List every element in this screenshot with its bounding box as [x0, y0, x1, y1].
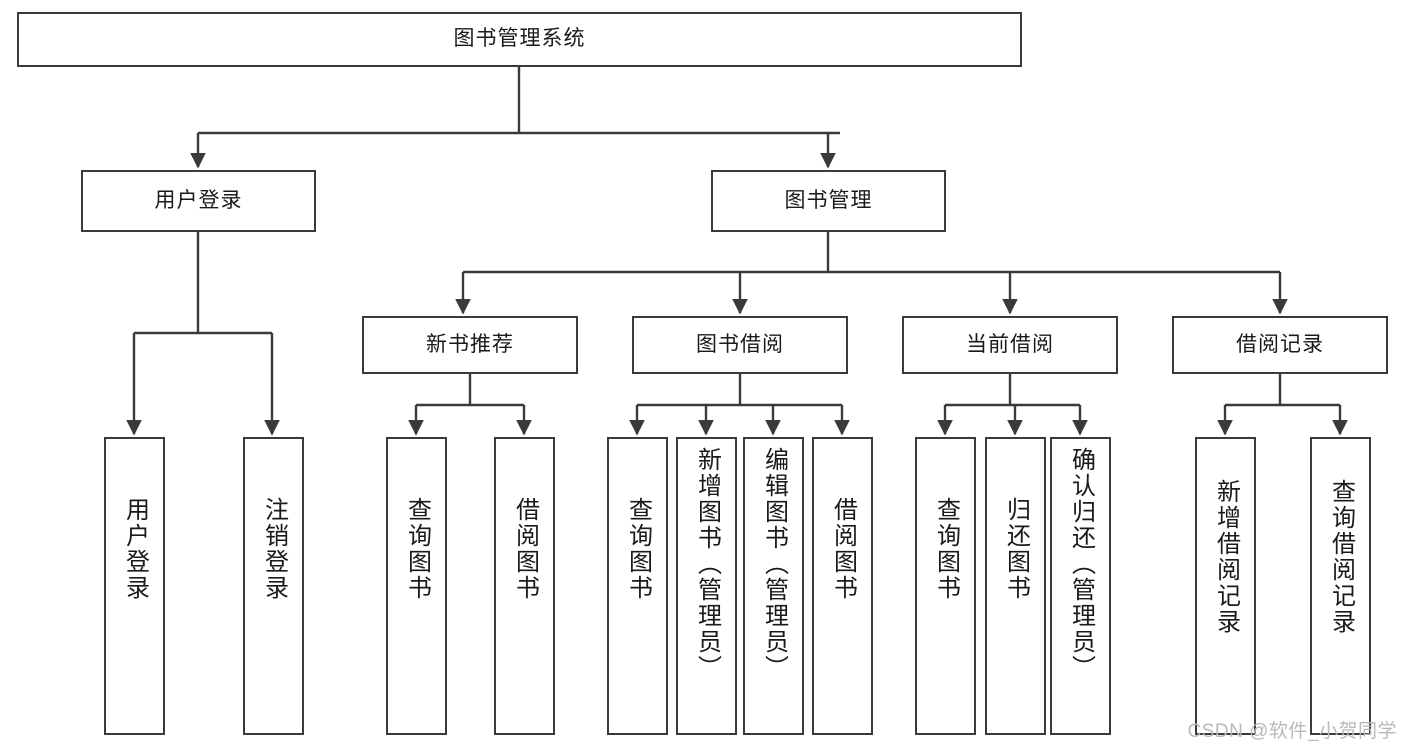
leaf-book-borrow-edit-label: 编辑图书（管理员） — [760, 447, 788, 681]
leaf-current-borrow-return-label: 归还图书 — [1002, 497, 1030, 601]
node-new-book-recommend-label: 新书推荐 — [426, 332, 514, 356]
leaf-book-borrow-query[interactable]: 查询图书 — [607, 437, 668, 735]
node-borrow-record[interactable]: 借阅记录 — [1172, 316, 1388, 374]
leaf-current-borrow-query-label: 查询图书 — [932, 497, 960, 601]
node-user-login[interactable]: 用户登录 — [81, 170, 316, 232]
node-book-borrow-label: 图书借阅 — [696, 332, 784, 356]
leaf-borrow-record-query[interactable]: 查询借阅记录 — [1310, 437, 1371, 735]
leaf-user-login-login-label: 用户登录 — [121, 497, 149, 601]
node-current-borrow-label: 当前借阅 — [966, 332, 1054, 356]
leaf-current-borrow-confirm-label: 确认归还（管理员） — [1067, 447, 1095, 681]
leaf-current-borrow-query[interactable]: 查询图书 — [915, 437, 976, 735]
node-root[interactable]: 图书管理系统 — [17, 12, 1022, 67]
leaf-book-borrow-borrow[interactable]: 借阅图书 — [812, 437, 873, 735]
node-current-borrow[interactable]: 当前借阅 — [902, 316, 1118, 374]
leaf-current-borrow-confirm[interactable]: 确认归还（管理员） — [1050, 437, 1111, 735]
leaf-book-borrow-query-label: 查询图书 — [624, 497, 652, 601]
leaf-new-book-borrow-label: 借阅图书 — [511, 497, 539, 601]
leaf-borrow-record-add[interactable]: 新增借阅记录 — [1195, 437, 1256, 735]
leaf-new-book-query-label: 查询图书 — [403, 497, 431, 601]
csdn-watermark: CSDN @软件_小贺同学 — [1187, 721, 1397, 742]
node-book-manage-label: 图书管理 — [784, 188, 873, 212]
leaf-book-borrow-add-label: 新增图书（管理员） — [693, 447, 721, 681]
node-new-book-recommend[interactable]: 新书推荐 — [362, 316, 578, 374]
leaf-user-login-logout-label: 注销登录 — [260, 497, 288, 601]
leaf-book-borrow-borrow-label: 借阅图书 — [829, 497, 857, 601]
node-borrow-record-label: 借阅记录 — [1236, 332, 1324, 356]
leaf-book-borrow-edit[interactable]: 编辑图书（管理员） — [743, 437, 804, 735]
node-book-borrow[interactable]: 图书借阅 — [632, 316, 848, 374]
leaf-new-book-borrow[interactable]: 借阅图书 — [494, 437, 555, 735]
node-root-label: 图书管理系统 — [453, 27, 586, 51]
leaf-borrow-record-query-label: 查询借阅记录 — [1327, 479, 1355, 635]
node-user-login-label: 用户登录 — [154, 188, 243, 212]
leaf-borrow-record-add-label: 新增借阅记录 — [1212, 479, 1240, 635]
leaf-user-login-logout[interactable]: 注销登录 — [243, 437, 304, 735]
leaf-user-login-login[interactable]: 用户登录 — [104, 437, 165, 735]
leaf-new-book-query[interactable]: 查询图书 — [386, 437, 447, 735]
leaf-current-borrow-return[interactable]: 归还图书 — [985, 437, 1046, 735]
leaf-book-borrow-add[interactable]: 新增图书（管理员） — [676, 437, 737, 735]
node-book-manage[interactable]: 图书管理 — [711, 170, 946, 232]
